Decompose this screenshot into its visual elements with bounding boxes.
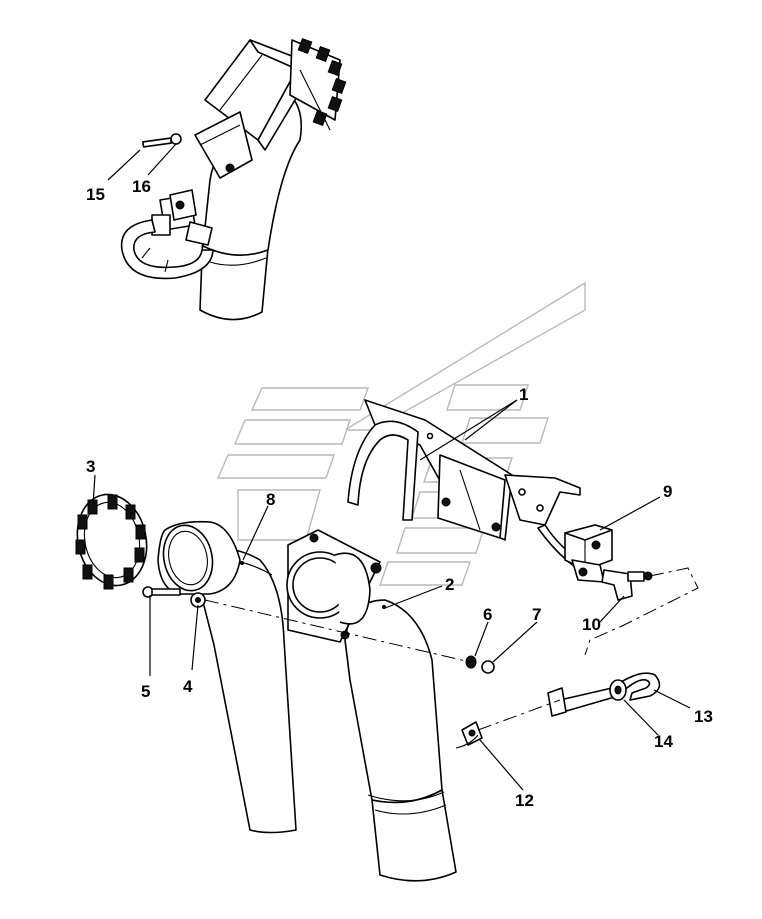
part-12-nozzle xyxy=(455,721,483,749)
callout-7: 7 xyxy=(532,605,541,624)
part-7-nut xyxy=(481,660,495,674)
assembly-lines xyxy=(204,567,699,731)
part-2-elbow-pipe xyxy=(344,599,457,882)
flange-plate xyxy=(286,529,382,643)
callout-14: 14 xyxy=(654,732,673,751)
top-assembly-view xyxy=(120,38,347,321)
callout-4: 4 xyxy=(183,677,193,696)
callout-2: 2 xyxy=(445,575,454,594)
callout-1: 1 xyxy=(519,385,528,404)
callout-12: 12 xyxy=(515,791,534,810)
top-cover-ring xyxy=(289,38,347,131)
part-14-hose-clamp xyxy=(609,679,627,701)
part-13-hose xyxy=(547,672,661,717)
part-1-bracket xyxy=(347,399,513,541)
callout-8: 8 xyxy=(266,490,275,509)
callout-10: 10 xyxy=(582,615,601,634)
part-4-clamp-ring xyxy=(157,520,241,608)
part-5-bolt xyxy=(142,586,181,598)
part-10-fitting xyxy=(601,569,653,601)
callout-9: 9 xyxy=(663,482,672,501)
callout-13: 13 xyxy=(694,707,713,726)
callout-16: 16 xyxy=(132,177,151,196)
callout-3: 3 xyxy=(86,457,95,476)
top-valve xyxy=(151,189,213,246)
leader-lines xyxy=(92,143,691,791)
callouts: 1 2 3 4 5 6 7 8 9 10 12 13 14 15 16 xyxy=(86,177,713,810)
callout-15: 15 xyxy=(86,185,105,204)
callout-5: 5 xyxy=(141,682,150,701)
part-3-cover-ring xyxy=(75,493,148,590)
callout-6: 6 xyxy=(483,605,492,624)
part-9-solenoid-valve xyxy=(564,524,613,583)
part-6-washer xyxy=(465,655,477,669)
